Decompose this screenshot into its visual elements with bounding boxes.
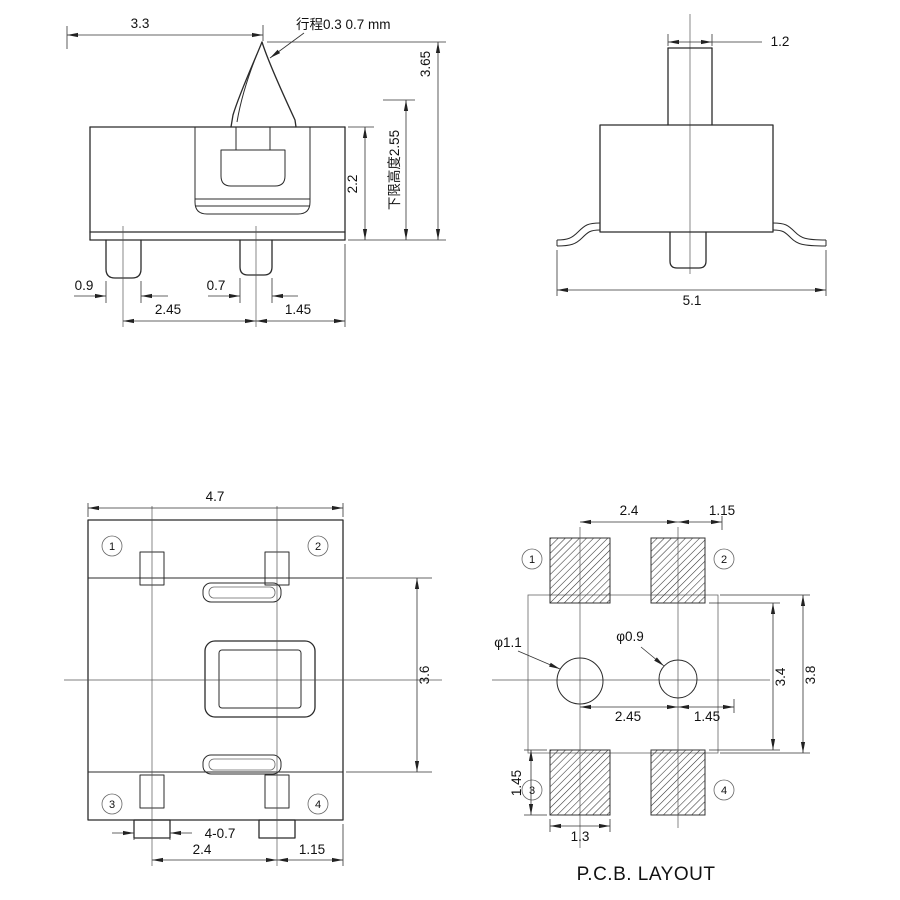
- hole-large: [556, 657, 604, 705]
- pin-marker-4: 4: [713, 779, 735, 801]
- dim-label-hole-pitch: 2.45: [615, 709, 641, 724]
- dim-label-pad-height: 1.45: [509, 770, 524, 796]
- dim-label-pin1-width: 0.9: [75, 278, 94, 293]
- top-dimensions: 4.7 3.6 4-0.7 2.4 1.15: [87, 489, 432, 866]
- pcb-view: 1 2 3 4: [492, 503, 818, 885]
- top-centerlines: [64, 506, 442, 866]
- pcb-centerlines: [492, 527, 770, 848]
- pin-number: 4: [315, 799, 321, 811]
- pcb-pads: [549, 537, 706, 816]
- dim-label-shaft-width: 1.2: [771, 34, 790, 49]
- top-view: 1 2 3 4: [64, 489, 442, 866]
- front-centerlines: [122, 226, 257, 327]
- dim-label-pitch: 2.4: [193, 842, 212, 857]
- pin-number: 1: [109, 541, 115, 553]
- dim-label-top-width: 3.3: [131, 16, 150, 31]
- pin-number: 1: [529, 554, 535, 566]
- dim-label-pin-pitch: 2.45: [155, 302, 181, 317]
- pin-marker-3: 3: [521, 779, 543, 801]
- pin-marker-4: 4: [307, 793, 329, 815]
- front-pins: [105, 239, 273, 279]
- dim-label-body-height: 2.2: [345, 175, 360, 194]
- front-actuator: [220, 41, 297, 187]
- dim-label-pad-width: 1.3: [571, 829, 590, 844]
- pin-number: 3: [109, 799, 115, 811]
- dim-label-pin-edge: 1.45: [285, 302, 311, 317]
- front-dimensions: 3.3 行程0.3 0.7 mm 2.2 下限高度2.55 3.65 0.9 0…: [66, 16, 446, 327]
- pin-number: 2: [315, 541, 321, 553]
- pin-number: 4: [721, 785, 727, 797]
- dim-label-height: 3.6: [417, 666, 432, 685]
- pcb-outline: [527, 594, 719, 754]
- pin-marker-1: 1: [101, 535, 123, 557]
- dim-label-outline-height: 3.8: [803, 666, 818, 685]
- dim-label-pad-pitch: 2.4: [620, 503, 639, 518]
- pin-marker-1: 1: [521, 548, 543, 570]
- front-view: 3.3 行程0.3 0.7 mm 2.2 下限高度2.55 3.65 0.9 0…: [66, 16, 446, 327]
- pin-number: 2: [721, 554, 727, 566]
- front-body-outline: [89, 126, 346, 241]
- dim-label-edge: 1.15: [299, 842, 325, 857]
- dim-label-pad-span: 3.4: [773, 667, 788, 686]
- pin-number: 3: [529, 785, 535, 797]
- dim-label-total-width: 5.1: [683, 293, 702, 308]
- pcb-layout-title: P.C.B. LAYOUT: [577, 864, 716, 885]
- dim-label-hole1: φ1.1: [494, 635, 522, 650]
- pcb-dimensions: 2.4 1.15 φ1.1 φ0.9 3.4 3.8 2.45 1.45 1.4…: [494, 503, 818, 844]
- dim-label-stroke: 行程0.3 0.7 mm: [296, 17, 391, 32]
- pin-marker-2: 2: [307, 535, 329, 557]
- dim-label-hole-edge: 1.45: [694, 709, 720, 724]
- dim-label-pin2-width: 0.7: [207, 278, 226, 293]
- dim-label-width: 4.7: [206, 489, 225, 504]
- pin-marker-3: 3: [101, 793, 123, 815]
- hole-small: [658, 659, 698, 699]
- dim-label-lower-limit: 下限高度2.55: [386, 130, 402, 210]
- dim-label-hole2: φ0.9: [616, 629, 644, 644]
- dim-label-pad-edge: 1.15: [709, 503, 735, 518]
- pcb-holes: [556, 657, 698, 705]
- dim-label-total-height: 3.65: [418, 51, 433, 77]
- pin-marker-2: 2: [713, 548, 735, 570]
- top-pin-markers: 1 2 3 4: [101, 535, 329, 815]
- side-view: 1.2 5.1: [556, 14, 827, 308]
- top-body-outline: [87, 519, 344, 839]
- side-body-outline: [556, 47, 827, 269]
- dim-label-pin-note: 4-0.7: [205, 826, 236, 841]
- side-dimensions: 1.2 5.1: [556, 34, 827, 308]
